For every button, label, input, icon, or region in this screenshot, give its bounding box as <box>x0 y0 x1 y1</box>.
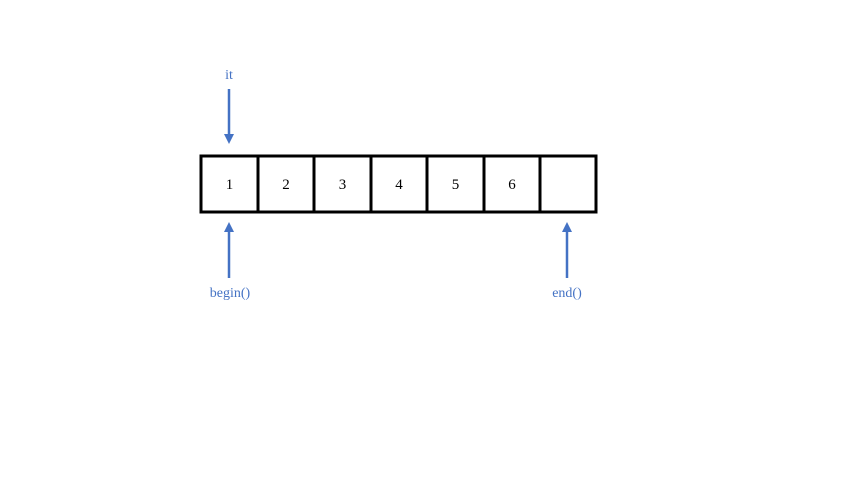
array-cell <box>425 154 486 214</box>
array-cell <box>199 154 260 214</box>
array-cell-value: 6 <box>508 177 516 193</box>
array-cells: 1 2 3 4 5 6 <box>199 154 598 214</box>
array-cell <box>256 154 316 214</box>
array-cell <box>312 154 373 214</box>
it-label: it <box>225 68 233 83</box>
begin-label: begin() <box>210 286 251 301</box>
array-cell <box>538 154 598 214</box>
array-cell-value: 3 <box>339 177 347 193</box>
array-cell-value: 1 <box>226 177 234 193</box>
array-cell-value: 5 <box>452 177 460 193</box>
array-cell-value: 2 <box>282 177 290 193</box>
end-label: end() <box>552 286 582 301</box>
array-cell-value: 4 <box>395 177 403 193</box>
